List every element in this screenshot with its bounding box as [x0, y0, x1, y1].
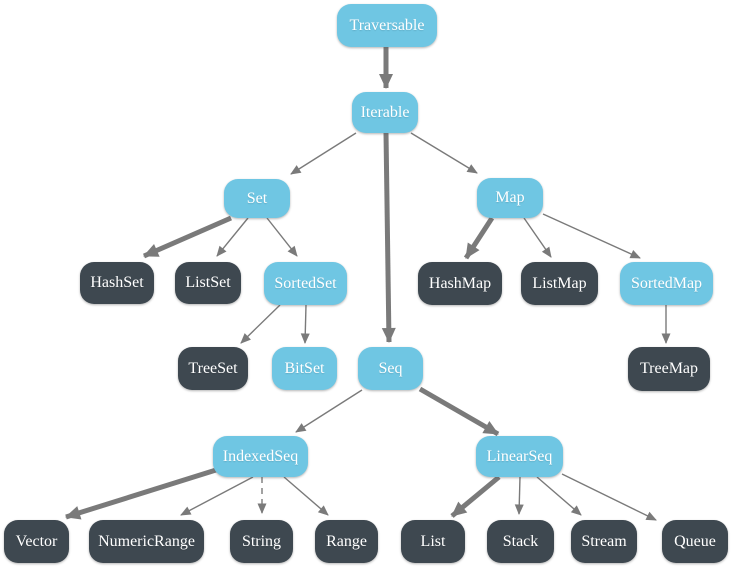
node-bitset: BitSet: [272, 347, 337, 390]
node-map: Map: [477, 178, 543, 218]
edge-set-hashset: [142, 215, 233, 259]
edge-sortedset-treeset: [240, 304, 281, 344]
edge-map-listmap: [523, 217, 552, 258]
edge-indexedseq-vector: [65, 467, 217, 520]
edge-linearseq-list: [450, 475, 501, 518]
edge-indexedseq-range: [283, 476, 329, 516]
node-stack: Stack: [487, 520, 554, 563]
edge-set-listset: [216, 217, 249, 257]
node-iterable: Iterable: [352, 92, 418, 133]
node-set: Set: [224, 179, 290, 218]
edge-sortedset-bitset: [300, 304, 310, 344]
node-listset: ListSet: [175, 262, 241, 304]
node-listmap: ListMap: [521, 262, 598, 305]
node-treemap: TreeMap: [628, 347, 710, 391]
node-queue: Queue: [662, 520, 728, 563]
node-hashmap: HashMap: [418, 262, 502, 305]
node-traversable: Traversable: [337, 4, 437, 47]
edge-linearseq-queue: [561, 473, 657, 521]
node-linearseq: LinearSeq: [476, 436, 563, 477]
edge-set-sortedset: [266, 217, 298, 257]
node-numericrange: NumericRange: [89, 520, 204, 563]
edge-iterable-seq: [381, 132, 396, 343]
edge-seq-indexedseq: [295, 389, 363, 433]
node-vector: Vector: [4, 520, 69, 563]
node-sortedset: SortedSet: [264, 262, 347, 305]
node-hashset: HashSet: [80, 262, 154, 304]
edge-indexedseq-numericrange: [180, 476, 254, 516]
edge-linearseq-stream: [536, 476, 582, 516]
edge-iterable-set: [290, 132, 357, 175]
node-treeset: TreeSet: [178, 347, 248, 390]
node-stream: Stream: [571, 520, 637, 563]
edge-seq-linearseq: [418, 386, 500, 437]
edge-map-hashmap: [463, 216, 495, 260]
node-range: Range: [315, 520, 378, 563]
node-string: String: [230, 520, 293, 563]
edge-linearseq-stack: [514, 476, 524, 515]
edge-iterable-map: [410, 132, 478, 174]
node-sortedmap: SortedMap: [620, 262, 713, 305]
node-list: List: [401, 520, 465, 563]
node-indexedseq: IndexedSeq: [213, 436, 308, 477]
node-seq: Seq: [358, 347, 423, 390]
edge-map-sortedmap: [542, 213, 641, 259]
